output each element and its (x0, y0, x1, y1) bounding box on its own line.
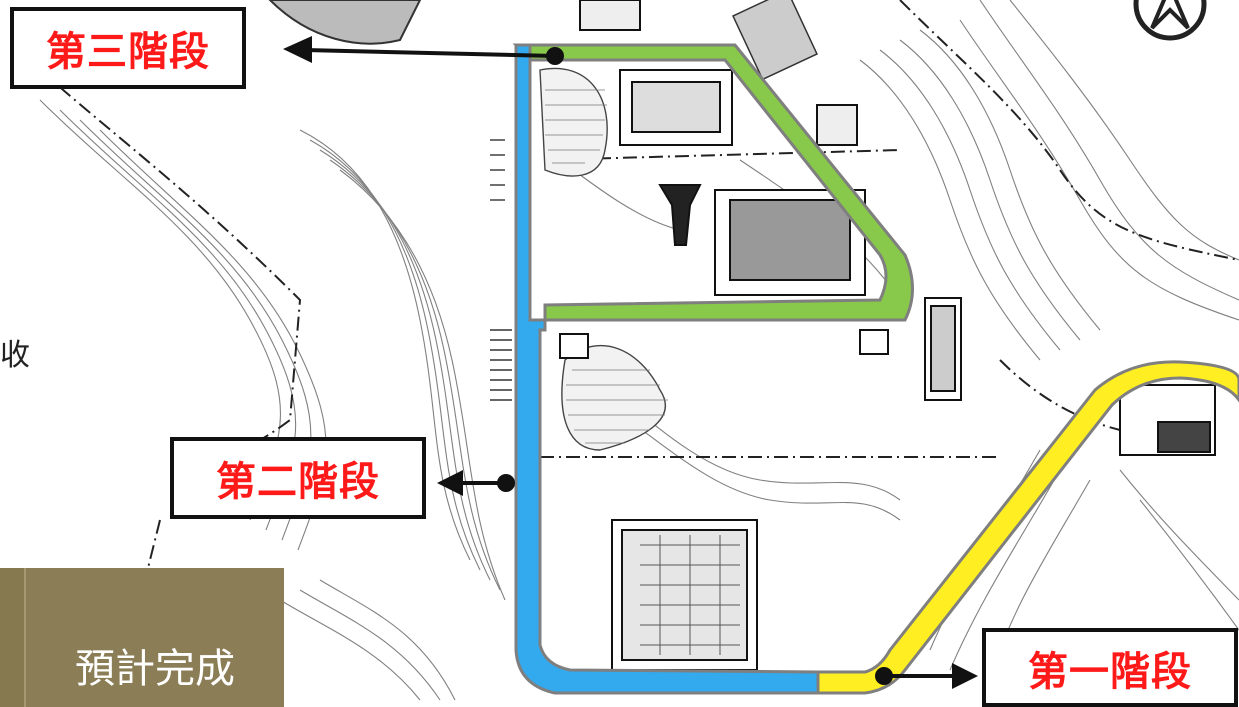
arrow-stage3 (304, 48, 556, 58)
building-top-right (816, 104, 858, 146)
stage1-route (816, 360, 1239, 695)
stair-hatching (490, 139, 512, 401)
building-grid-lines (640, 535, 740, 655)
parking-strip (732, 0, 818, 81)
stage2-route (514, 43, 820, 695)
building-top (579, 0, 641, 31)
arena-structure (268, 0, 422, 45)
stage1-label[interactable]: 第一階段 (982, 628, 1238, 707)
connector-dot (546, 47, 564, 65)
status-strip (0, 568, 26, 707)
terrain-contours (39, 0, 1239, 701)
status-text: 預計完成 (75, 646, 235, 692)
arrow-left-icon (283, 36, 312, 63)
side-text: 收 (0, 338, 30, 373)
arrow-left-icon (437, 470, 463, 496)
connector-dot (875, 667, 893, 685)
arrow-right-icon (952, 663, 978, 689)
stage2-label[interactable]: 第二階段 (170, 437, 426, 519)
pond-areas (539, 67, 666, 451)
pond-hatching (545, 89, 668, 444)
stage3-route (512, 43, 914, 322)
status-panel: 預計完成 (0, 568, 284, 707)
stage3-label[interactable]: 第三階段 (10, 7, 246, 89)
connector-arrows (283, 36, 978, 689)
connector-dot (497, 474, 515, 492)
north-arrow-icon (1133, 0, 1207, 41)
buildings (559, 0, 1216, 671)
